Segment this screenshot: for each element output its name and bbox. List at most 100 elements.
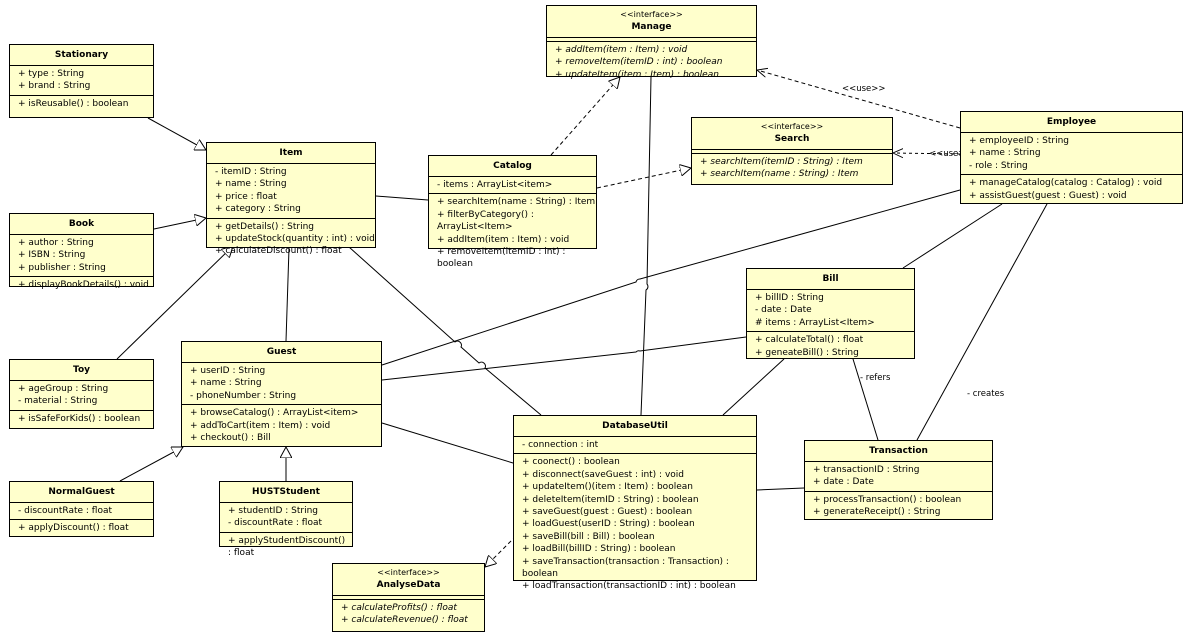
class-name: DatabaseUtil xyxy=(602,421,668,431)
method: + displayBookDetails() : void xyxy=(18,280,149,291)
class-name: Transaction xyxy=(869,446,928,456)
class-transaction[interactable]: Transaction + transactionID : String + d… xyxy=(804,440,993,520)
book-item-generalization xyxy=(153,218,206,230)
method: + applyStudentDiscount() : float xyxy=(228,535,346,559)
attribute: + type : String xyxy=(18,69,85,79)
stereotype: <<interface>> xyxy=(760,122,824,131)
employee-transaction-association xyxy=(916,203,1048,441)
method: + browseCatalog() : ArrayList<item> xyxy=(190,408,359,419)
class-name: Search xyxy=(774,134,810,144)
databaseutil-transaction-association xyxy=(756,487,805,491)
use-label-search: <<use>> xyxy=(929,149,973,159)
method: + checkout() : Bill xyxy=(190,433,271,444)
method: + deleteItem(itemID : String) : boolean xyxy=(522,494,699,505)
method: + getDetails() : String xyxy=(215,221,315,232)
method: + disconnect(saveGuest : int) : void xyxy=(522,469,684,480)
stationary-item-generalization xyxy=(147,117,206,150)
attribute: - itemID : String xyxy=(215,167,287,177)
employee-search-use xyxy=(893,153,961,154)
method: + loadTransaction(transactionID : int) :… xyxy=(522,581,736,592)
class-toy[interactable]: Toy + ageGroup : String - material : Str… xyxy=(9,359,154,429)
class-stationary[interactable]: Stationary + type : String + brand : Str… xyxy=(9,44,154,118)
attribute: + transactionID : String xyxy=(813,465,920,475)
interface-search[interactable]: <<interface>> Search + searchItem(itemID… xyxy=(691,117,893,185)
method: + saveGuest(guest : Guest) : boolean xyxy=(522,507,693,518)
item-catalog-association xyxy=(375,195,429,201)
attribute: + name : String xyxy=(215,179,287,190)
employee-manage-use xyxy=(757,70,961,129)
toy-item-generalization xyxy=(116,246,233,360)
use-label-manage: <<use>> xyxy=(842,84,886,94)
class-name: Book xyxy=(68,219,95,229)
attribute: + author : String xyxy=(18,238,94,248)
class-name: Guest xyxy=(266,347,297,357)
class-databaseutil[interactable]: DatabaseUtil - connection : int + coonec… xyxy=(513,415,757,591)
class-name: Catalog xyxy=(493,161,532,171)
attribute: - discountRate : float xyxy=(18,506,113,516)
method: + addItem(item : Item) : void xyxy=(437,234,570,245)
bill-transaction-association xyxy=(852,358,879,441)
attribute: - connection : int xyxy=(522,440,599,450)
class-book[interactable]: Book + author : String + ISBN : String +… xyxy=(9,213,154,290)
catalog-manage-realization xyxy=(550,77,620,156)
method: + addToCart(item : Item) : void xyxy=(190,420,331,431)
guest-databaseutil-association xyxy=(381,422,514,464)
class-item[interactable]: Item - itemID : String + name : String +… xyxy=(206,142,376,256)
databaseutil-analysedata-realization xyxy=(485,535,517,567)
bill-employee-association xyxy=(902,203,1003,269)
attribute: + name : String xyxy=(190,378,262,389)
method: + updateItem(item : Item) : boolean xyxy=(555,69,719,80)
attribute: + studentID : String xyxy=(228,506,319,516)
attribute: - discountRate : float xyxy=(228,518,323,529)
method: + coonect() : boolean xyxy=(522,457,620,468)
class-huststudent[interactable]: HUSTStudent + studentID : String - disco… xyxy=(219,481,353,558)
attribute: + date : Date xyxy=(813,477,874,488)
interface-manage[interactable]: <<interface>> Manage + addItem(item : It… xyxy=(546,5,757,80)
method: + loadGuest(userID : String) : boolean xyxy=(522,519,695,530)
stereotype: <<interface>> xyxy=(377,568,440,577)
method: + isReusable() : boolean xyxy=(18,98,129,109)
guest-employee-association xyxy=(381,189,961,366)
attribute: - role : String xyxy=(969,160,1028,171)
method: + searchItem(name : String) : Item xyxy=(437,197,596,208)
attribute: - date : Date xyxy=(755,305,812,316)
method: + removeItem(itemID : int) : boolean xyxy=(555,57,723,68)
attribute: + ISBN : String xyxy=(18,250,86,261)
method: + removeItem(itemID : int) : boolean xyxy=(437,247,566,270)
method: + saveTransaction(transaction : Transact… xyxy=(522,556,729,580)
class-normalguest[interactable]: NormalGuest - discountRate : float + app… xyxy=(9,481,154,537)
method: + calculateRevenue() : float xyxy=(341,615,468,626)
class-name: Item xyxy=(279,148,303,158)
method: + assistGuest(guest : Guest) : void xyxy=(969,190,1127,201)
attribute: - phoneNumber : String xyxy=(190,390,297,401)
class-catalog[interactable]: Catalog - items : ArrayList<item> + sear… xyxy=(428,155,597,269)
attribute: - material : String xyxy=(18,396,98,407)
class-name: NormalGuest xyxy=(48,487,115,497)
method: + saveBill(bill : Bill) : boolean xyxy=(522,531,655,542)
attribute: + publisher : String xyxy=(18,262,106,273)
class-bill[interactable]: Bill + billID : String - date : Date # i… xyxy=(746,268,915,359)
method: + updateStock(quantity : int) : void xyxy=(215,234,375,245)
method: + loadBill(billID : String) : boolean xyxy=(522,544,676,555)
method: + updateItem()(item : Item) : boolean xyxy=(522,482,693,493)
item-databaseutil-association xyxy=(348,246,542,416)
method: + manageCatalog(catalog : Catalog) : voi… xyxy=(969,178,1163,189)
class-guest[interactable]: Guest + userID : String + name : String … xyxy=(181,341,382,447)
interface-analysedata[interactable]: <<interface>> AnalyseData + calculatePro… xyxy=(332,563,485,632)
attribute: + brand : String xyxy=(18,81,91,92)
class-name: HUSTStudent xyxy=(252,487,320,497)
class-name: AnalyseData xyxy=(376,580,441,590)
method: + geneateBill() : String xyxy=(755,347,859,358)
class-name: Toy xyxy=(73,365,90,375)
method: + searchItem(name : String) : Item xyxy=(700,169,859,180)
method: + applyDiscount() : float xyxy=(18,523,129,534)
stereotype: <<interface>> xyxy=(620,10,683,19)
bill-databaseutil-association xyxy=(722,358,785,416)
class-employee[interactable]: Employee + employeeID : String + name : … xyxy=(960,111,1183,204)
method: + filterByCategory() : ArrayList<Item> xyxy=(437,209,534,233)
attribute: + billID : String xyxy=(755,293,824,303)
attribute: + category : String xyxy=(215,204,301,215)
attribute: + userID : String xyxy=(190,366,266,376)
method: + calculateDiscount() : float xyxy=(215,246,342,257)
